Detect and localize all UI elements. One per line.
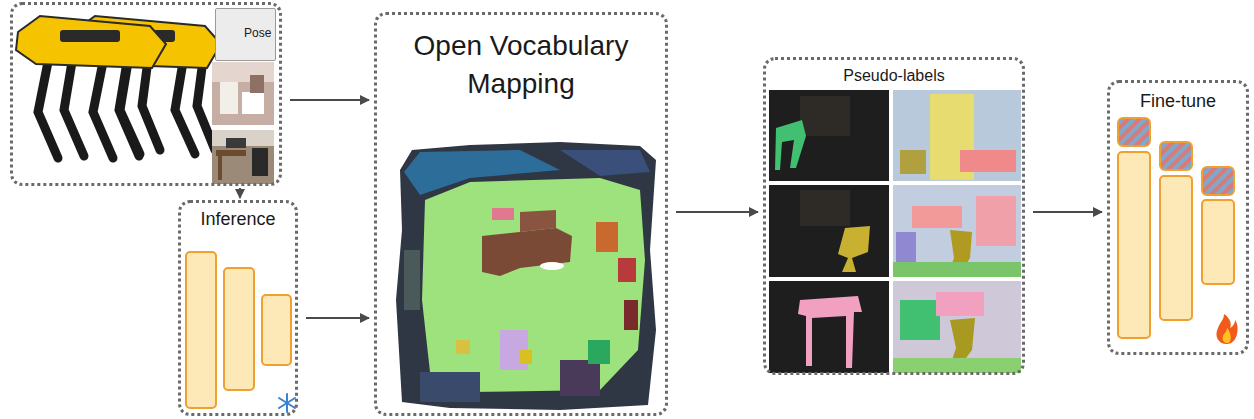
robot-illustration xyxy=(16,16,221,158)
camera-images xyxy=(212,62,274,184)
robot-input-panel: Pose xyxy=(10,2,282,186)
fire-icon xyxy=(1216,314,1237,344)
flow-arrow xyxy=(1033,211,1102,213)
snowflake-icon xyxy=(279,394,295,412)
node-title: Fine-tune xyxy=(1114,91,1242,113)
node-title: Pose xyxy=(244,26,271,40)
semantic-map xyxy=(396,142,656,410)
pseudo-label-images xyxy=(769,90,1021,373)
mapping-panel: Open Vocabulary Mapping xyxy=(374,12,668,416)
node-title: Pseudo-labels xyxy=(770,66,1018,85)
finetune-panel: Fine-tune xyxy=(1107,80,1249,355)
pseudo-label-panel: Pseudo-labels xyxy=(763,57,1025,375)
frozen-network xyxy=(186,252,291,408)
node-title: Open Vocabulary Mapping xyxy=(385,27,657,103)
flow-arrow xyxy=(306,317,369,319)
node-title: Inference xyxy=(185,209,291,231)
flow-arrow xyxy=(676,211,758,213)
flow-arrow xyxy=(239,188,241,198)
pose-box: Pose xyxy=(215,8,276,61)
inference-panel: Inference xyxy=(178,200,298,416)
trainable-network xyxy=(1118,118,1234,338)
flow-arrow xyxy=(290,99,369,101)
